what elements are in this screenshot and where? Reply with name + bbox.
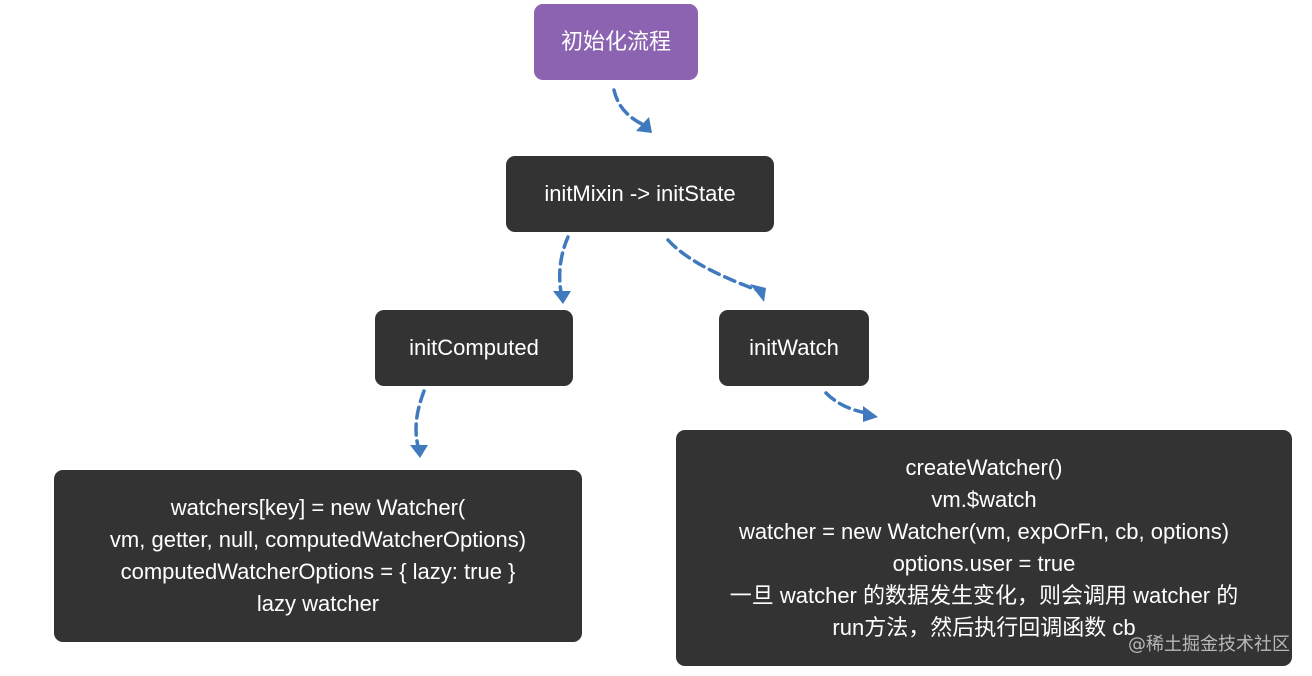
- edge-initstate-to-initwatch: [666, 238, 759, 292]
- computed-detail-text: watchers[key] = new Watcher( vm, getter,…: [110, 492, 526, 620]
- edge-initcomputed-to-computed-detail: [414, 389, 426, 448]
- arrowhead-initstate-to-initwatch: [750, 284, 766, 302]
- watch-detail-line: options.user = true: [892, 551, 1076, 576]
- arrowhead-initstate-to-initcomputed: [553, 291, 571, 304]
- computed-detail-line: lazy watcher: [256, 591, 380, 616]
- computed-detail-line: watchers[key] = new Watcher(: [170, 495, 466, 520]
- watch-detail-line: run方法，然后执行回调函数 cb: [832, 615, 1136, 640]
- edge-initwatch-to-watch-detail: [824, 391, 868, 415]
- edge-initstate-to-initcomputed: [557, 235, 570, 294]
- initstate-node-label: initMixin -> initState: [544, 181, 736, 206]
- root-node-label: 初始化流程: [560, 29, 671, 54]
- computed-detail-line: vm, getter, null, computedWatcherOptions…: [109, 527, 527, 552]
- watch-detail-text: createWatcher() vm.$watch watcher = new …: [730, 452, 1239, 644]
- initcomputed-node-label: initComputed: [409, 335, 539, 360]
- arrowhead-initwatch-to-watch-detail: [863, 406, 878, 422]
- initstate-node: initMixin -> initState: [506, 156, 774, 232]
- watch-detail-line: 一旦 watcher 的数据发生变化，则会调用 watcher 的: [729, 583, 1239, 608]
- edge-root-to-initstate: [612, 88, 644, 126]
- arrowhead-root-to-initstate: [636, 117, 652, 133]
- watch-detail-line: vm.$watch: [931, 487, 1037, 512]
- computed-detail-line: computedWatcherOptions = { lazy: true }: [120, 559, 516, 584]
- watch-detail-line: watcher = new Watcher(vm, expOrFn, cb, o…: [738, 519, 1230, 544]
- root-node: 初始化流程: [534, 4, 698, 80]
- arrowhead-initcomputed-to-computed-detail: [410, 445, 428, 458]
- watch-detail-node: createWatcher() vm.$watch watcher = new …: [676, 430, 1292, 666]
- computed-detail-node: watchers[key] = new Watcher( vm, getter,…: [54, 470, 582, 642]
- initwatch-node-label: initWatch: [749, 335, 839, 360]
- initcomputed-node: initComputed: [375, 310, 573, 386]
- watch-detail-line: createWatcher(): [905, 455, 1063, 480]
- watermark: @稀土掘金技术社区: [1128, 634, 1290, 655]
- initwatch-node: initWatch: [719, 310, 869, 386]
